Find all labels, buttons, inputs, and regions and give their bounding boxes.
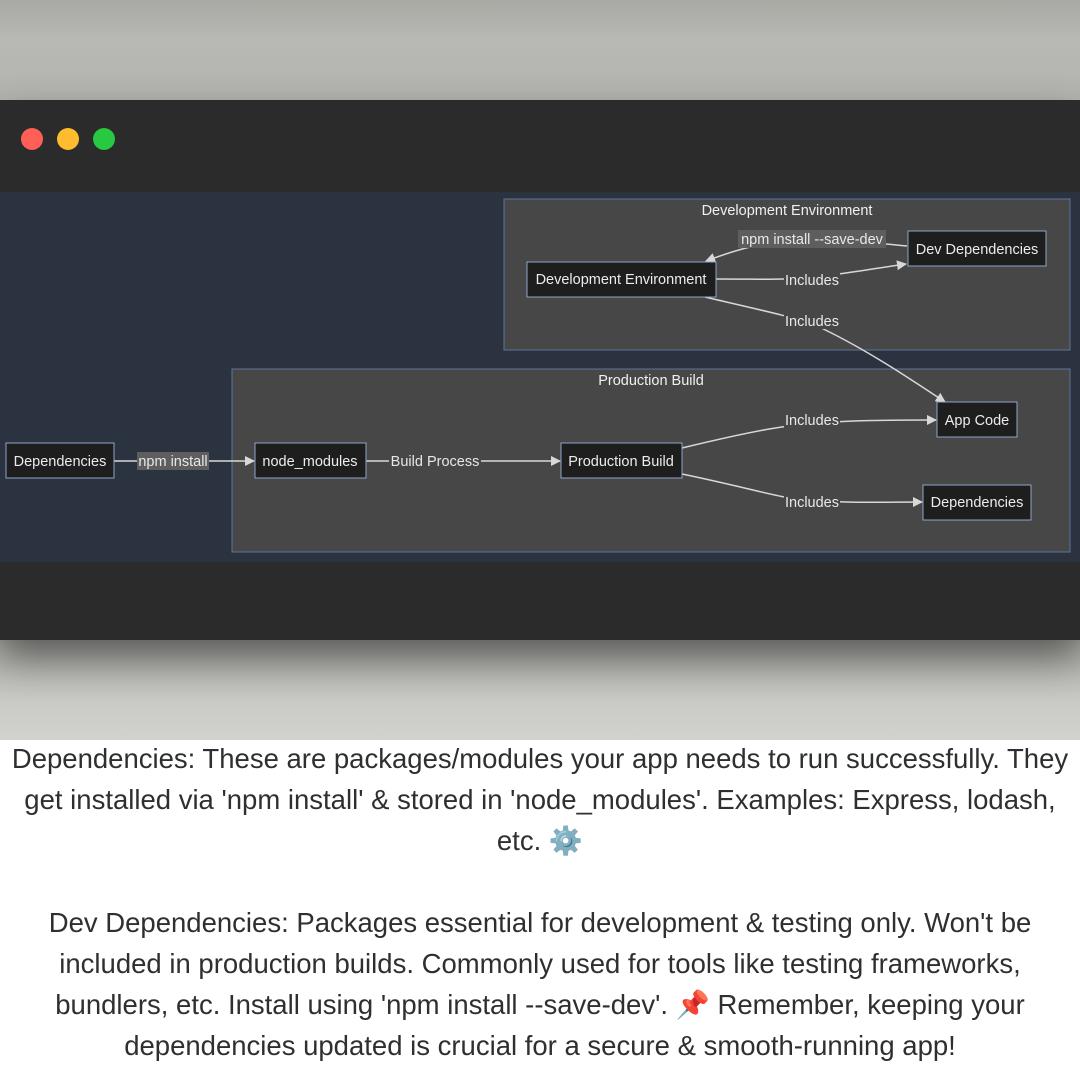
- node-app-code: App Code: [936, 401, 1018, 438]
- app-window: Development Environment Production Build…: [0, 100, 1080, 640]
- caption: Dependencies: These are packages/modules…: [0, 738, 1080, 1066]
- node-label-dependencies-left: Dependencies: [14, 454, 107, 470]
- caption-dependencies: Dependencies: These are packages/modules…: [11, 743, 1069, 856]
- node-development-environment: Development Environment: [526, 261, 717, 298]
- caption-dev-dependencies: Dev Dependencies: Packages essential for…: [48, 907, 1032, 1061]
- node-dev-dependencies: Dev Dependencies: [907, 230, 1047, 267]
- node-dependencies-left: Dependencies: [5, 442, 115, 479]
- node-dependencies-right: Dependencies: [922, 484, 1032, 521]
- edge-label-npm-install: npm install: [138, 454, 207, 470]
- node-node-modules: node_modules: [254, 442, 367, 479]
- node-label-dependencies-right: Dependencies: [931, 495, 1024, 511]
- node-label-node-modules: node_modules: [262, 454, 357, 470]
- edge-label-includes-app-dev: Includes: [785, 314, 839, 330]
- edge-label-includes-app: Includes: [785, 413, 839, 429]
- close-window-button[interactable]: [21, 128, 43, 150]
- cluster-production-build: Production Build: [231, 368, 1071, 553]
- edge-label-build-process: Build Process: [391, 454, 480, 470]
- node-label-production-build: Production Build: [568, 454, 674, 470]
- node-production-build: Production Build: [560, 442, 683, 479]
- edge-label-includes-deps: Includes: [785, 495, 839, 511]
- node-label-development-environment: Development Environment: [536, 272, 707, 288]
- maximize-window-button[interactable]: [93, 128, 115, 150]
- cluster-title-prod: Production Build: [598, 373, 704, 389]
- node-label-dev-dependencies: Dev Dependencies: [916, 242, 1039, 258]
- minimize-window-button[interactable]: [57, 128, 79, 150]
- node-label-app-code: App Code: [945, 413, 1010, 429]
- diagram-canvas: Development Environment Production Build…: [0, 192, 1080, 562]
- edge-label-includes-dev-deps: Includes: [785, 273, 839, 289]
- cluster-title-dev: Development Environment: [702, 203, 873, 219]
- caption-spacer: [0, 861, 1080, 902]
- flowchart: Development Environment Production Build…: [5, 198, 1071, 553]
- edge-label-save-dev: npm install --save-dev: [741, 232, 884, 248]
